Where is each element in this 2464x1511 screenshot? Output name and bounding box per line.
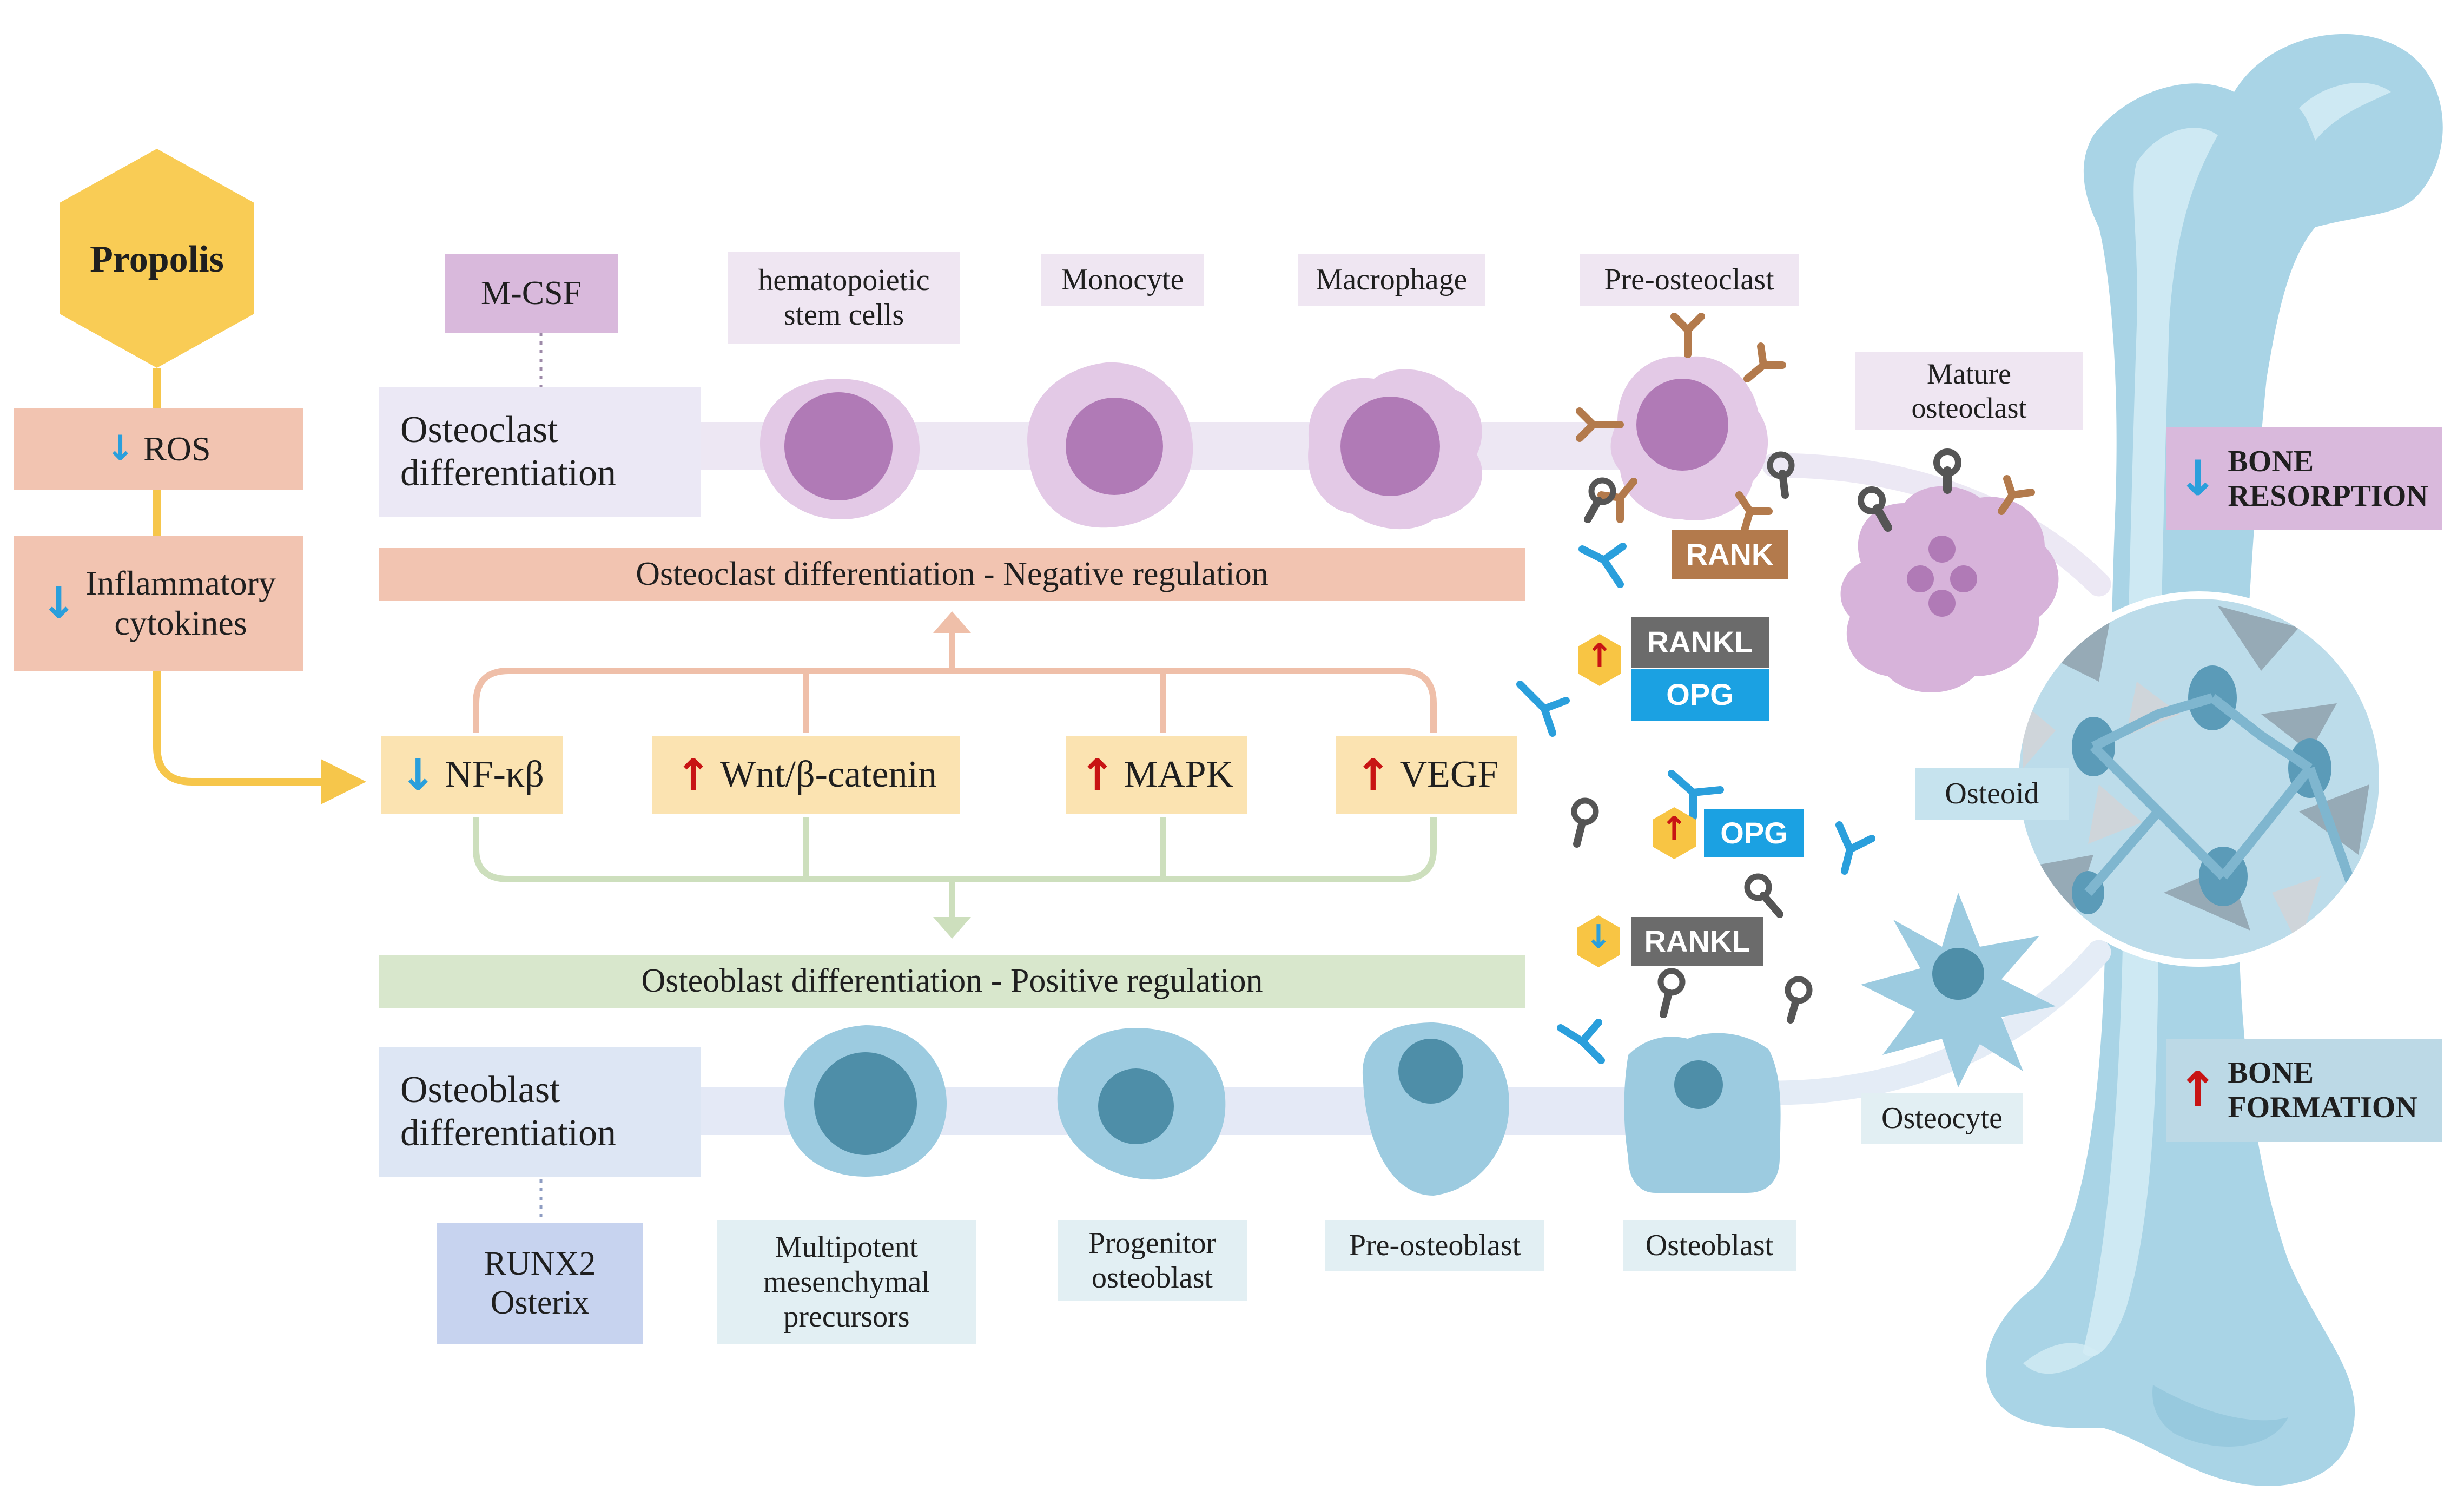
svg-text:↑: ↑ [1586, 637, 1613, 675]
pathway-vegf: ↑VEGF [1355, 749, 1499, 800]
negative-bracket [473, 668, 1437, 733]
formation-box [2166, 1039, 2442, 1142]
rankl-label-1: RANKL [1647, 625, 1753, 659]
propolis-hexagon [60, 149, 254, 368]
osteoblast-cell [1624, 1033, 1781, 1193]
rank-label: RANK [1686, 537, 1774, 571]
opg-box-2 [1704, 809, 1804, 857]
osteoblast-label: Osteoblast [1645, 1229, 1774, 1263]
osteoid-box [1915, 768, 2069, 820]
ros-label: ↓ROS [105, 428, 211, 469]
svg-text:↑: ↑ [1661, 810, 1688, 848]
osteoclast-row-box [379, 387, 701, 517]
rank-box [1672, 530, 1788, 579]
vegf-box [1336, 736, 1517, 814]
propolis-label: Propolis [90, 238, 224, 280]
osteocyte-label: Osteocyte [1881, 1101, 2003, 1136]
opg-label-2: OPG [1720, 815, 1788, 850]
preosteoclast-cell [1576, 313, 1786, 534]
mcsf-box [445, 254, 618, 333]
macrophage-cell [1308, 369, 1483, 530]
runx-box [437, 1223, 643, 1344]
negative-regulation-box [379, 548, 1525, 601]
pathway-wnt: ↑Wnt/β-catenin [675, 749, 937, 800]
mature-osteoclast-box [1855, 352, 2083, 430]
osteoid-label: Osteoid [1945, 777, 2039, 811]
rankl-label-2: RANKL [1644, 923, 1750, 958]
preosteoblast-cell [1362, 1022, 1509, 1196]
bone-magnifier [2011, 591, 2387, 967]
osteocyte-cell [1861, 893, 2056, 1087]
hsc-box [728, 252, 960, 344]
osteoblast-box [1623, 1220, 1796, 1271]
macrophage-label: Macrophage [1316, 263, 1468, 297]
mapk-box [1066, 736, 1247, 814]
opg-label-1: OPG [1666, 677, 1734, 712]
positive-regulation-box [379, 955, 1525, 1008]
mature-osteoclast-cell [1840, 448, 2059, 692]
osteoblast-row-box [379, 1047, 701, 1177]
monocyte-box [1041, 254, 1204, 306]
rankl-box-1 [1631, 617, 1769, 668]
preosteoclast-box [1580, 254, 1799, 306]
progenitor-box [1058, 1220, 1247, 1301]
svg-text:↓: ↓ [1585, 918, 1612, 956]
wnt-box [652, 736, 960, 814]
propolis-connector [153, 671, 366, 804]
rankl-box-2 [1631, 917, 1763, 966]
nfkb-box [381, 736, 563, 814]
progenitor-cell [1057, 1028, 1226, 1180]
pathway-nfkb: ↓NF-κβ [400, 749, 544, 800]
positive-bracket [473, 817, 1437, 882]
hsc-cell [760, 379, 920, 519]
preosteoclast-label: Pre-osteoclast [1604, 263, 1774, 297]
osteocyte-box [1861, 1093, 2023, 1144]
mcsf-label: M-CSF [480, 274, 582, 312]
inflammatory-box [14, 536, 303, 671]
opg-badge: ↑ [1653, 807, 1696, 859]
ros-box [14, 408, 303, 490]
mmp-cell [784, 1025, 947, 1177]
preosteoblast-label: Pre-osteoblast [1349, 1229, 1521, 1263]
opg-box-1 [1631, 669, 1769, 721]
receptors [1516, 451, 1875, 1064]
negative-regulation-label: Osteoclast differentiation - Negative re… [636, 556, 1269, 593]
pathway-mapk: ↑MAPK [1079, 749, 1234, 800]
monocyte-label: Monocyte [1061, 263, 1184, 297]
monocyte-cell [1027, 362, 1193, 528]
macrophage-box [1298, 254, 1485, 306]
rankl-opg-badge: ↑ [1578, 634, 1621, 686]
positive-regulation-label: Osteoblast differentiation - Positive re… [641, 962, 1263, 1000]
preosteoblast-box [1325, 1220, 1544, 1271]
mmp-box [717, 1220, 976, 1344]
rankl-badge: ↓ [1577, 915, 1620, 967]
resorption-box [2166, 427, 2442, 530]
